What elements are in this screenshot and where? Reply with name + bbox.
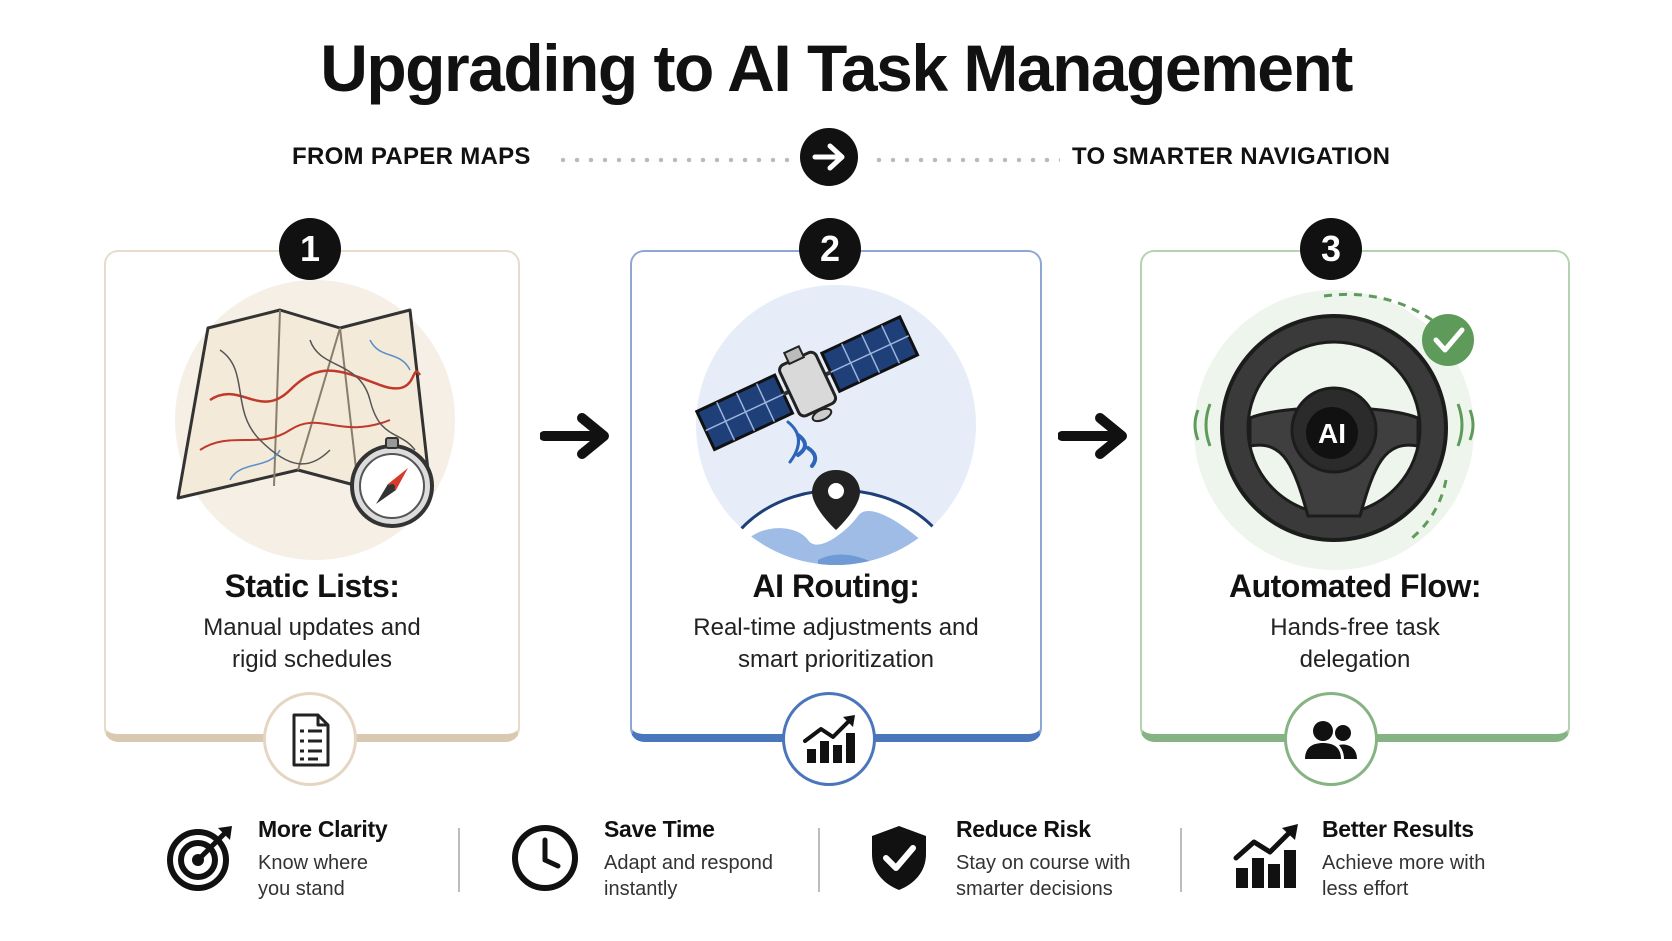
users-group-icon bbox=[1284, 692, 1378, 786]
growth-chart-icon bbox=[782, 692, 876, 786]
dotted-connector-right bbox=[872, 157, 1060, 163]
flow-arrow-2 bbox=[1057, 410, 1134, 467]
satellite-icon bbox=[688, 280, 988, 575]
step-number-2: 2 bbox=[799, 218, 861, 280]
growth-chart-icon bbox=[1232, 822, 1302, 897]
flow-arrow-1 bbox=[539, 410, 616, 467]
card-title-3: Automated Flow: bbox=[1228, 568, 1482, 604]
benefit-title-clarity: More Clarity bbox=[258, 816, 388, 842]
clock-icon bbox=[510, 822, 580, 897]
step-number-1: 1 bbox=[279, 218, 341, 280]
shield-check-icon bbox=[866, 822, 932, 897]
card-title-1: Static Lists: bbox=[224, 568, 400, 604]
page-title: Upgrading to AI Task Management bbox=[320, 31, 1353, 105]
wheel-ai-label: AI bbox=[1318, 418, 1346, 449]
card-title-2: AI Routing: bbox=[752, 568, 920, 604]
paper-map-icon bbox=[170, 280, 470, 575]
benefit-title-risk: Reduce Risk bbox=[956, 816, 1091, 842]
right-arrow-icon bbox=[800, 128, 858, 186]
steering-wheel-icon: AI bbox=[1184, 280, 1484, 575]
dotted-connector-left bbox=[556, 157, 790, 163]
benefit-title-time: Save Time bbox=[604, 816, 715, 842]
benefit-title-results: Better Results bbox=[1322, 816, 1474, 842]
to-label: TO SMARTER NAVIGATION bbox=[1072, 143, 1391, 170]
benefit-divider-2 bbox=[818, 828, 820, 892]
from-label: FROM PAPER MAPS bbox=[292, 143, 531, 170]
step-number-3: 3 bbox=[1300, 218, 1362, 280]
target-icon bbox=[166, 822, 236, 897]
benefit-divider-1 bbox=[458, 828, 460, 892]
checklist-document-icon bbox=[263, 692, 357, 786]
benefit-divider-3 bbox=[1180, 828, 1182, 892]
